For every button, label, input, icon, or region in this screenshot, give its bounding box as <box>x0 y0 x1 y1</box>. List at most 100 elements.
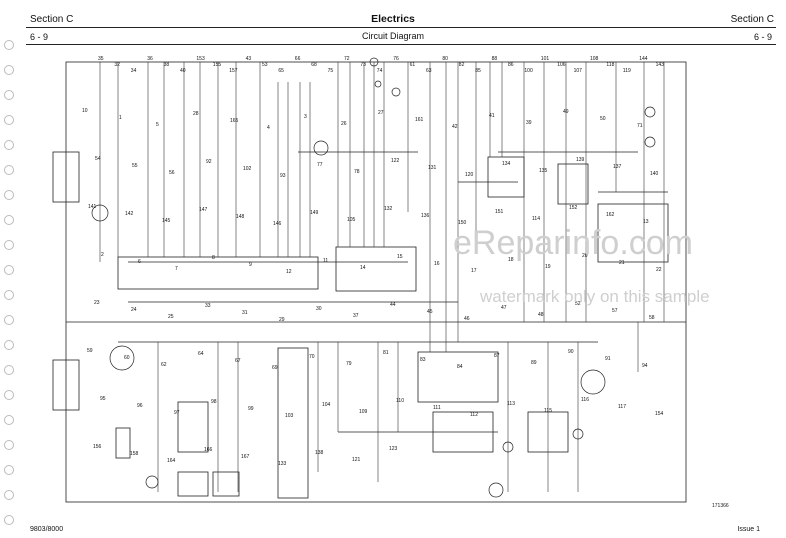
top-label: 53 <box>262 62 268 68</box>
component-label: 93 <box>280 173 286 179</box>
component-label: 134 <box>502 161 511 167</box>
component-label: 8 <box>212 255 215 261</box>
component-label: 116 <box>581 397 589 403</box>
component-label: 79 <box>346 361 352 367</box>
component-label: 111 <box>433 405 441 411</box>
watermark-note: watermark only on this sample <box>480 287 710 306</box>
issue-label: Issue 1 <box>737 526 760 533</box>
component-label: 49 <box>563 109 569 115</box>
component-label: 29 <box>279 317 285 323</box>
component-label: 23 <box>94 300 100 306</box>
component-label: 98 <box>211 399 217 405</box>
component-label: 109 <box>359 409 368 415</box>
component-label: 136 <box>421 213 430 219</box>
component-label: 59 <box>87 348 93 354</box>
component-label: 55 <box>132 163 138 169</box>
component-label: 77 <box>317 162 323 168</box>
top-label: 76 <box>393 56 399 62</box>
component-label: 26 <box>341 121 347 127</box>
top-label: 86 <box>508 62 514 68</box>
top-label: 35 <box>98 56 104 62</box>
component-label: 12 <box>286 269 292 275</box>
component-label: 56 <box>169 170 175 176</box>
top-label: 101 <box>541 56 550 62</box>
top-label: 38 <box>164 62 170 68</box>
component-label: 64 <box>198 351 204 357</box>
binder-holes <box>4 40 18 530</box>
component-label: 84 <box>457 364 463 370</box>
component-label: 102 <box>243 166 252 172</box>
component-label: 123 <box>389 446 398 452</box>
component-label: 152 <box>569 205 578 211</box>
component-label: 60 <box>124 355 130 361</box>
component-label: 158 <box>130 451 139 457</box>
drawing-reference: 171366 <box>712 503 729 509</box>
top-label: 153 <box>196 56 205 62</box>
top-label: 88 <box>492 56 498 62</box>
component-label: 95 <box>100 396 106 402</box>
component-label: 20 <box>582 253 588 259</box>
top-label: 43 <box>246 56 252 62</box>
circuit-diagram: 3532343638401531551574353656668757273747… <box>52 56 687 503</box>
top-label: 143 <box>656 62 665 68</box>
component-label: 19 <box>545 264 551 270</box>
component-label: 94 <box>642 363 648 369</box>
component-label: 1 <box>119 115 122 121</box>
component-label: 27 <box>378 110 384 116</box>
component-label: 69 <box>272 365 278 371</box>
component-label: 47 <box>501 305 507 311</box>
top-label: 144 <box>639 56 648 62</box>
top-label: 73 <box>360 62 366 68</box>
component-label: 161 <box>415 117 424 123</box>
header-rule <box>26 27 776 28</box>
component-label: 45 <box>427 309 433 315</box>
subheader-rule <box>26 44 776 45</box>
component-label: 44 <box>390 302 396 308</box>
component-label: 92 <box>206 159 212 165</box>
top-label: 107 <box>574 68 583 74</box>
page-number-right: 6 - 9 <box>753 32 772 42</box>
component-label: 115 <box>544 408 552 414</box>
component-label: 46 <box>464 316 470 322</box>
component-label: 7 <box>175 266 178 272</box>
component-label: 147 <box>199 207 208 213</box>
top-label: 34 <box>131 68 137 74</box>
section-label-left: Section C <box>30 14 74 25</box>
top-label: 155 <box>213 62 222 68</box>
component-label: 18 <box>508 257 514 263</box>
component-label: 164 <box>167 458 176 464</box>
component-label: 39 <box>526 120 532 126</box>
component-label: 33 <box>205 303 211 309</box>
component-label: 139 <box>576 157 585 163</box>
top-label: 72 <box>344 56 350 62</box>
component-label: 117 <box>618 404 626 410</box>
component-label: 104 <box>322 402 331 408</box>
component-label: 133 <box>278 461 287 467</box>
component-label: 22 <box>656 267 662 273</box>
component-label: 25 <box>168 314 174 320</box>
component-label: 142 <box>125 211 134 217</box>
component-label: 16 <box>434 261 440 267</box>
diagram-symbols <box>91 57 656 498</box>
component-label: 99 <box>248 406 254 412</box>
component-label: 113 <box>507 401 515 407</box>
component-label: 15 <box>397 254 403 260</box>
component-label: 151 <box>495 209 504 215</box>
component-label: 3 <box>304 114 307 120</box>
top-label: 66 <box>295 56 301 62</box>
component-label: 10 <box>82 108 88 114</box>
page-title: Electrics <box>371 13 415 25</box>
section-label-right: Section C <box>730 14 774 25</box>
component-label: 90 <box>568 349 574 355</box>
page-subtitle: Circuit Diagram <box>361 31 424 41</box>
top-label: 118 <box>606 62 614 68</box>
component-label: 57 <box>612 308 618 314</box>
component-label: 120 <box>465 172 474 178</box>
component-label: 83 <box>420 357 426 363</box>
top-label: 61 <box>410 62 416 68</box>
component-label: 148 <box>236 214 245 220</box>
top-label: 75 <box>328 68 334 74</box>
top-label: 80 <box>442 56 448 62</box>
top-label: 106 <box>557 62 566 68</box>
component-label: 11 <box>323 258 328 264</box>
